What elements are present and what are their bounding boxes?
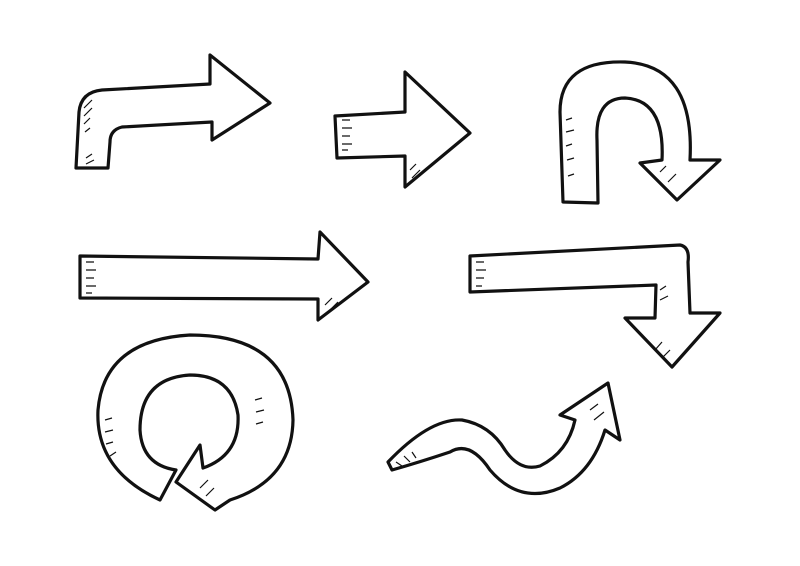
circular-arrow-icon	[96, 333, 295, 512]
right-then-down-arrow-icon	[468, 243, 722, 369]
long-right-arrow-icon	[78, 230, 370, 322]
u-turn-arrow-icon	[558, 60, 722, 205]
short-right-arrow-icon	[333, 70, 472, 189]
bent-right-arrow-icon	[74, 53, 272, 170]
wavy-up-arrow-icon	[386, 381, 622, 496]
